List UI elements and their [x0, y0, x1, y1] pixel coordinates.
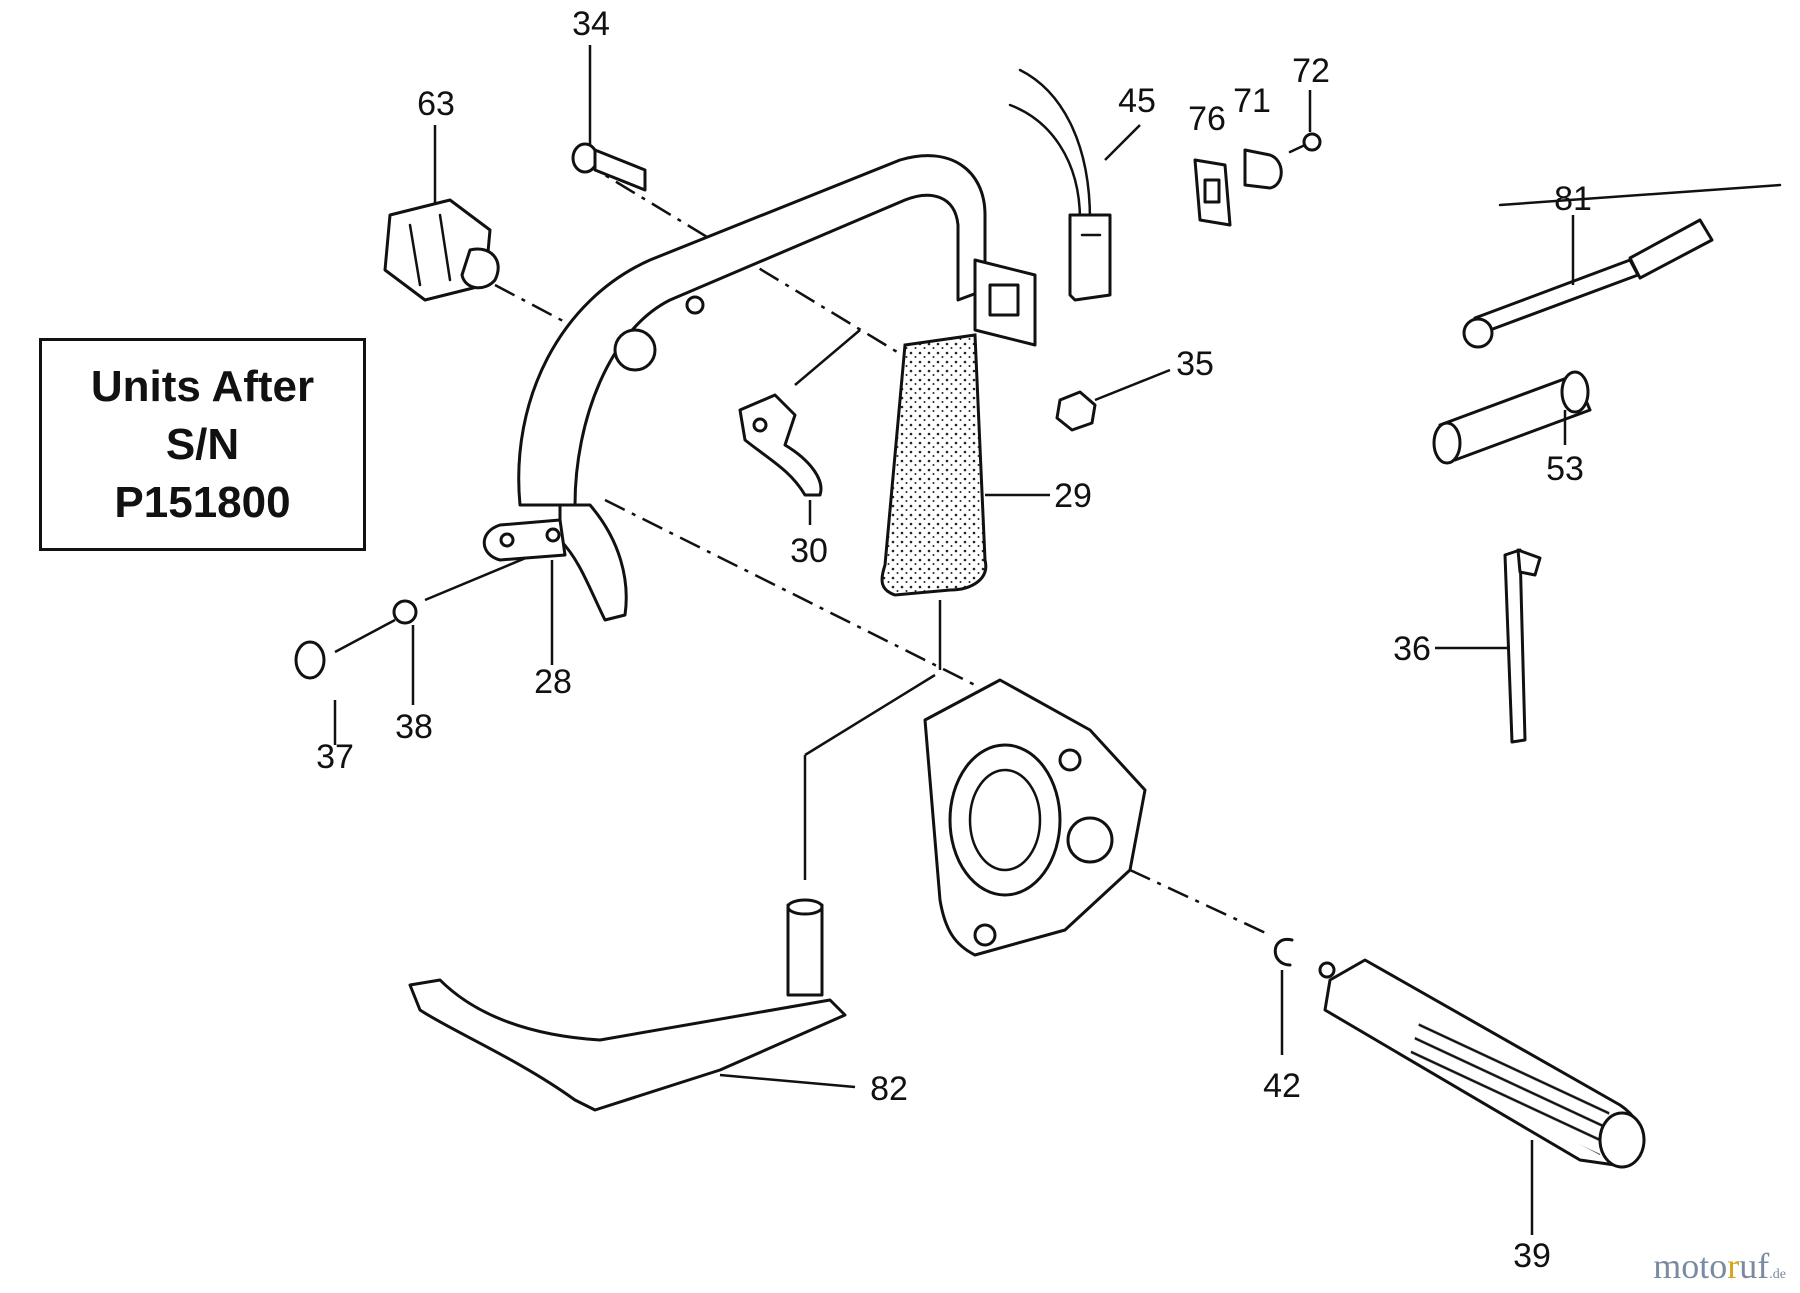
callout-36: 36: [1393, 630, 1431, 668]
assembly-lines: [334, 158, 1271, 937]
part-34-bolt: [571, 45, 647, 192]
part-39-tiller-grip: [1318, 958, 1646, 1235]
part-38-washer: [392, 599, 418, 705]
part-63-switch: [383, 125, 500, 302]
part-29-handle-grip: [880, 333, 1050, 670]
callout-82: 82: [870, 1070, 908, 1108]
serial-note-line-2: S/N: [165, 419, 240, 469]
part-53-spring: [1432, 370, 1592, 465]
callout-37: 37: [316, 738, 354, 776]
part-72-screw: [1288, 90, 1322, 154]
part-37-screw: [294, 640, 337, 745]
callout-28: 28: [534, 663, 572, 701]
callout-53: 53: [1546, 450, 1584, 488]
part-28-tiller-bracket: [482, 154, 1037, 622]
callout-72: 72: [1292, 52, 1330, 90]
callout-39: 39: [1513, 1237, 1551, 1275]
part-82-bracket: [408, 898, 856, 1112]
callout-30: 30: [790, 532, 828, 570]
part-76-gasket: [1193, 158, 1232, 227]
part-42-clip: [1273, 938, 1294, 1055]
watermark-logo: motoruf.de: [1653, 1246, 1786, 1286]
part-35-nut: [1055, 368, 1171, 432]
callout-76: 76: [1188, 100, 1226, 138]
callout-81: 81: [1554, 180, 1592, 218]
part-36-pin: [1435, 548, 1542, 744]
callout-38: 38: [395, 708, 433, 746]
part-81-cable: [1462, 183, 1782, 349]
callout-71: 71: [1233, 82, 1271, 120]
part-45-wire: [1008, 68, 1141, 302]
callout-45: 45: [1118, 82, 1156, 120]
callout-42: 42: [1263, 1067, 1301, 1105]
serial-note-line-3: P151800: [114, 477, 291, 527]
callout-34: 34: [572, 5, 610, 43]
shift-housing: [803, 673, 1147, 957]
part-30-lever: [738, 393, 823, 525]
callout-35: 35: [1176, 345, 1214, 383]
part-71-plate: [1243, 148, 1283, 190]
callout-29: 29: [1054, 477, 1092, 515]
serial-note-line-1: Units After: [90, 361, 315, 411]
callout-63: 63: [417, 85, 455, 123]
serial-note-box: Units After S/N P151800: [39, 338, 366, 551]
